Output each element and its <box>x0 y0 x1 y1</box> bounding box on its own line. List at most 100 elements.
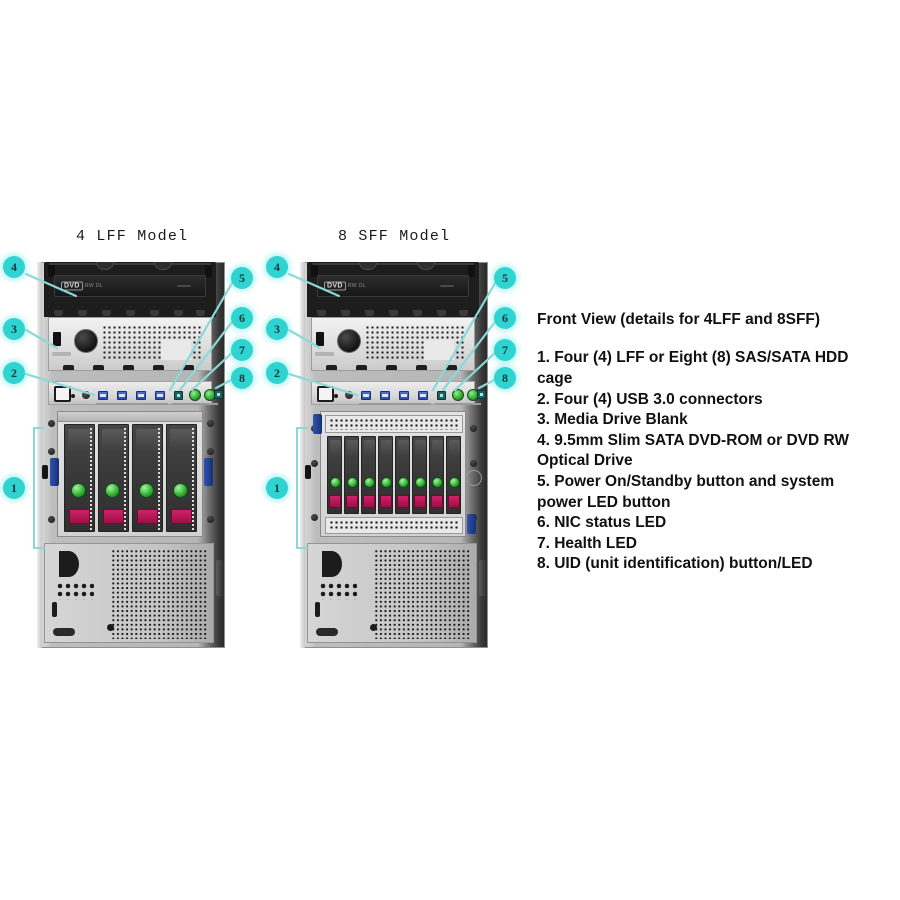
drive-bay-3-sff[interactable] <box>361 436 376 514</box>
power-status-led-lff[interactable] <box>174 391 183 400</box>
callout-8-lff[interactable]: 8 <box>231 367 253 389</box>
legend-item-3: 3. Media Drive Blank <box>537 411 688 429</box>
panel-tag-icon <box>53 628 75 636</box>
legend-item-1: 1. Four (4) LFF or Eight (8) SAS/SATA HD… <box>537 349 849 387</box>
callout-3-lff[interactable]: 3 <box>3 318 25 340</box>
optical-drive-sff[interactable]: DVD RW DL <box>317 275 469 297</box>
optical-drive-lff[interactable]: DVD RW DL <box>54 275 206 297</box>
drive-status-tag <box>103 509 124 524</box>
drive-bay-2-lff[interactable] <box>98 424 129 532</box>
callout-1-sff[interactable]: 1 <box>266 477 288 499</box>
drive-activity-led-icon <box>364 477 375 488</box>
blank-label <box>52 352 71 356</box>
power-led-dot-icon <box>334 394 338 398</box>
drive-bay-4-lff[interactable] <box>166 424 197 532</box>
callout-5-sff[interactable]: 5 <box>494 267 516 289</box>
drive-status-tag <box>69 509 90 524</box>
dvd-logo: DVD <box>324 281 346 291</box>
bezel-notch-icon <box>154 262 172 270</box>
usb-port-2-lff[interactable] <box>117 391 127 400</box>
drive-bay-6-sff[interactable] <box>412 436 427 514</box>
dvd-eject-icon <box>440 285 454 287</box>
bezel-corner-left-icon <box>311 265 318 277</box>
blank-tab-icon <box>316 332 324 346</box>
callout-7-lff[interactable]: 7 <box>231 339 253 361</box>
lower-front-panel-lff <box>44 543 214 643</box>
io-panel-lff <box>48 381 218 405</box>
power-button-sff[interactable] <box>317 386 334 402</box>
drive-bay-1-lff[interactable] <box>64 424 95 532</box>
power-led-dot-icon <box>71 394 75 398</box>
drive-activity-led-icon <box>432 477 443 488</box>
panel-slot-icon <box>52 602 57 617</box>
usb-port-3-lff[interactable] <box>136 391 146 400</box>
panel-slot-icon <box>315 602 320 617</box>
round-button-lff[interactable] <box>82 391 90 399</box>
drive-bay-5-sff[interactable] <box>395 436 410 514</box>
usb-port-1-sff[interactable] <box>361 391 371 400</box>
dvd-format-text: RW DL <box>348 283 367 289</box>
panel-tag-icon <box>316 628 338 636</box>
uid-button-led-lff[interactable] <box>214 390 223 399</box>
cage-bottom-vent-strip-sff <box>325 517 463 534</box>
media-drive-blank-sff <box>311 317 475 371</box>
hp-dot-grid <box>56 582 94 600</box>
uid-button-led-sff[interactable] <box>477 390 486 399</box>
callout-1-lff[interactable]: 1 <box>3 477 25 499</box>
bezel-notch-icon <box>417 262 435 270</box>
hard-drive-cage-lff <box>57 411 203 537</box>
cage-round-detail-sff <box>466 470 482 486</box>
callout-3-sff[interactable]: 3 <box>266 318 288 340</box>
legend-panel: Front View (details for 4LFF and 8SFF) 1… <box>537 310 882 575</box>
chassis-side-slot-sff <box>305 465 311 479</box>
drive-status-tag <box>380 495 392 508</box>
dvd-eject-icon <box>177 285 191 287</box>
drive-bay-3-lff[interactable] <box>132 424 163 532</box>
drive-status-tag <box>397 495 409 508</box>
blank-flat-area <box>161 340 191 360</box>
cage-top-vent-strip-sff <box>325 415 463 433</box>
hard-drive-cage-sff <box>320 411 466 537</box>
drive-activity-led-icon <box>105 483 120 498</box>
drive-bay-4-sff[interactable] <box>378 436 393 514</box>
usb-port-1-lff[interactable] <box>98 391 108 400</box>
hp-logo-icon <box>59 551 79 577</box>
hp-logo-icon <box>322 551 342 577</box>
bezel-corner-right-icon <box>205 265 212 277</box>
chassis-edge-grip-sff <box>479 560 487 596</box>
chassis-left-rail-sff <box>300 262 305 648</box>
callout-2-lff[interactable]: 2 <box>3 362 25 384</box>
chassis-left-rail-lff <box>37 262 42 648</box>
callout-6-lff[interactable]: 6 <box>231 307 253 329</box>
drive-bay-8-sff[interactable] <box>446 436 461 514</box>
bezel-corner-left-icon <box>48 265 55 277</box>
bezel-notch-icon <box>359 262 377 270</box>
drive-bay-2-sff[interactable] <box>344 436 359 514</box>
power-status-led-sff[interactable] <box>437 391 446 400</box>
top-bezel-lff: DVD RW DL <box>44 262 216 308</box>
model-caption-lff: 4 LFF Model <box>76 228 189 245</box>
round-button-sff[interactable] <box>345 391 353 399</box>
chassis-side-slot-lff <box>42 465 48 479</box>
callout-8-sff[interactable]: 8 <box>494 367 516 389</box>
drive-status-tag <box>171 509 192 524</box>
legend-item-2: 2. Four (4) USB 3.0 connectors <box>537 390 763 408</box>
callout-4-sff[interactable]: 4 <box>266 256 288 278</box>
drive-status-tag <box>346 495 358 508</box>
power-button-lff[interactable] <box>54 386 71 402</box>
blank-label <box>315 352 334 356</box>
drive-bay-7-sff[interactable] <box>429 436 444 514</box>
callout-6-sff[interactable]: 6 <box>494 307 516 329</box>
drive-activity-led-icon <box>347 477 358 488</box>
blank-tab-icon <box>53 332 61 346</box>
usb-port-2-sff[interactable] <box>380 391 390 400</box>
usb-port-4-sff[interactable] <box>418 391 428 400</box>
usb-port-4-lff[interactable] <box>155 391 165 400</box>
callout-7-sff[interactable]: 7 <box>494 339 516 361</box>
drive-activity-led-icon <box>398 477 409 488</box>
callout-5-lff[interactable]: 5 <box>231 267 253 289</box>
usb-port-3-sff[interactable] <box>399 391 409 400</box>
drive-bay-1-sff[interactable] <box>327 436 342 514</box>
callout-2-sff[interactable]: 2 <box>266 362 288 384</box>
callout-4-lff[interactable]: 4 <box>3 256 25 278</box>
